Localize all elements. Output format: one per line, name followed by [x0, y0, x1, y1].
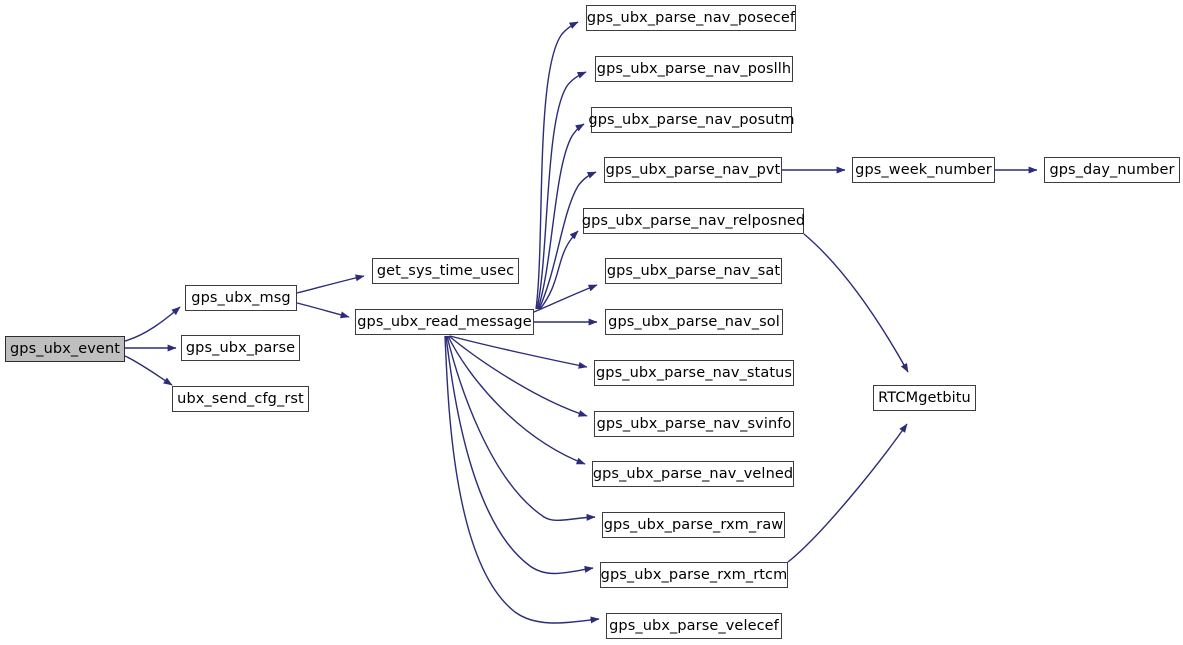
node-label-gps_ubx_parse_velecef: gps_ubx_parse_velecef: [609, 617, 779, 634]
node-label-gps_ubx_parse_nav_status: gps_ubx_parse_nav_status: [595, 364, 793, 381]
node-ubx_send_cfg_rst[interactable]: ubx_send_cfg_rst: [172, 386, 309, 412]
node-gps_ubx_parse_rxm_raw[interactable]: gps_ubx_parse_rxm_raw: [602, 512, 785, 538]
node-gps_ubx_parse[interactable]: gps_ubx_parse: [181, 335, 300, 361]
node-label-gps_ubx_parse_rxm_rtcm: gps_ubx_parse_rxm_rtcm: [600, 566, 788, 583]
node-RTCMgetbitu[interactable]: RTCMgetbitu: [873, 385, 976, 411]
node-gps_ubx_parse_nav_sat[interactable]: gps_ubx_parse_nav_sat: [605, 258, 782, 284]
edge-gps_ubx_read_message-to-gps_ubx_parse_nav_relposned: [539, 230, 579, 310]
node-label-get_sys_time_usec: get_sys_time_usec: [376, 262, 515, 279]
node-label-ubx_send_cfg_rst: ubx_send_cfg_rst: [177, 390, 304, 407]
node-gps_ubx_parse_nav_sol[interactable]: gps_ubx_parse_nav_sol: [605, 309, 783, 335]
edge-gps_ubx_event-to-gps_ubx_msg: [124, 306, 181, 342]
node-label-gps_ubx_msg: gps_ubx_msg: [191, 289, 291, 306]
node-get_sys_time_usec[interactable]: get_sys_time_usec: [372, 258, 519, 284]
edge-gps_ubx_read_message-to-gps_ubx_parse_velecef: [444, 335, 600, 624]
node-label-gps_day_number: gps_day_number: [1049, 161, 1175, 178]
edge-gps_ubx_read_message-to-gps_ubx_parse_rxm_raw: [446, 335, 596, 522]
node-gps_day_number[interactable]: gps_day_number: [1044, 157, 1180, 183]
node-gps_ubx_parse_rxm_rtcm[interactable]: gps_ubx_parse_rxm_rtcm: [600, 562, 788, 588]
node-gps_ubx_parse_nav_posecef[interactable]: gps_ubx_parse_nav_posecef: [586, 5, 796, 31]
node-gps_ubx_event[interactable]: gps_ubx_event: [5, 336, 125, 362]
node-label-gps_ubx_parse_nav_relposned: gps_ubx_parse_nav_relposned: [581, 212, 806, 229]
node-label-gps_ubx_parse_rxm_raw: gps_ubx_parse_rxm_raw: [603, 516, 784, 533]
node-label-gps_ubx_parse_nav_pvt: gps_ubx_parse_nav_pvt: [605, 161, 781, 178]
node-label-gps_ubx_parse_nav_posecef: gps_ubx_parse_nav_posecef: [586, 9, 796, 26]
node-label-gps_ubx_parse_nav_sol: gps_ubx_parse_nav_sol: [608, 313, 780, 330]
node-label-gps_ubx_parse_nav_svinfo: gps_ubx_parse_nav_svinfo: [596, 415, 792, 432]
edge-gps_ubx_read_message-to-gps_ubx_parse_nav_posecef: [535, 21, 579, 310]
node-gps_week_number[interactable]: gps_week_number: [852, 157, 995, 183]
node-label-gps_week_number: gps_week_number: [855, 161, 992, 178]
edge-gps_ubx_msg-to-gps_ubx_read_message: [296, 302, 350, 319]
node-gps_ubx_parse_velecef[interactable]: gps_ubx_parse_velecef: [606, 613, 782, 639]
node-gps_ubx_parse_nav_relposned[interactable]: gps_ubx_parse_nav_relposned: [582, 208, 805, 234]
node-gps_ubx_parse_nav_posutm[interactable]: gps_ubx_parse_nav_posutm: [588, 107, 794, 133]
node-label-gps_ubx_parse_nav_posllh: gps_ubx_parse_nav_posllh: [596, 60, 792, 77]
node-gps_ubx_parse_nav_pvt[interactable]: gps_ubx_parse_nav_pvt: [604, 157, 782, 183]
edge-gps_ubx_read_message-to-gps_ubx_parse_rxm_rtcm: [445, 335, 594, 575]
edge-gps_ubx_read_message-to-gps_ubx_parse_nav_pvt: [538, 171, 597, 310]
edge-gps_ubx_msg-to-get_sys_time_usec: [296, 274, 365, 294]
edge-gps_ubx_event-to-ubx_send_cfg_rst: [124, 355, 173, 386]
edge-gps_ubx_read_message-to-gps_ubx_parse_nav_velned: [447, 335, 586, 465]
node-gps_ubx_parse_nav_posllh[interactable]: gps_ubx_parse_nav_posllh: [595, 56, 793, 82]
node-gps_ubx_msg[interactable]: gps_ubx_msg: [185, 285, 297, 311]
node-gps_ubx_parse_nav_svinfo[interactable]: gps_ubx_parse_nav_svinfo: [594, 411, 794, 437]
node-label-gps_ubx_parse_nav_sat: gps_ubx_parse_nav_sat: [606, 262, 781, 279]
node-label-gps_ubx_parse: gps_ubx_parse: [185, 339, 296, 356]
node-label-gps_ubx_parse_nav_velned: gps_ubx_parse_nav_velned: [592, 465, 794, 482]
edge-gps_ubx_read_message-to-gps_ubx_parse_nav_svinfo: [448, 335, 588, 417]
node-label-gps_ubx_event: gps_ubx_event: [9, 340, 121, 357]
node-label-gps_ubx_read_message: gps_ubx_read_message: [357, 313, 532, 330]
node-gps_ubx_parse_nav_status[interactable]: gps_ubx_parse_nav_status: [594, 360, 794, 386]
edge-gps_ubx_read_message-to-gps_ubx_parse_nav_sat: [533, 284, 598, 313]
edge-gps_ubx_read_message-to-gps_ubx_parse_nav_status: [449, 335, 588, 369]
node-label-gps_ubx_parse_nav_posutm: gps_ubx_parse_nav_posutm: [588, 111, 795, 128]
edge-gps_ubx_parse_nav_relposned-to-RTCMgetbitu: [803, 233, 909, 373]
node-label-RTCMgetbitu: RTCMgetbitu: [878, 389, 971, 406]
edge-gps_ubx_read_message-to-gps_ubx_parse_nav_posllh: [536, 71, 587, 310]
node-gps_ubx_parse_nav_velned[interactable]: gps_ubx_parse_nav_velned: [592, 461, 794, 487]
node-gps_ubx_read_message[interactable]: gps_ubx_read_message: [355, 309, 534, 335]
edge-gps_ubx_parse_rxm_rtcm-to-RTCMgetbitu: [787, 423, 908, 563]
